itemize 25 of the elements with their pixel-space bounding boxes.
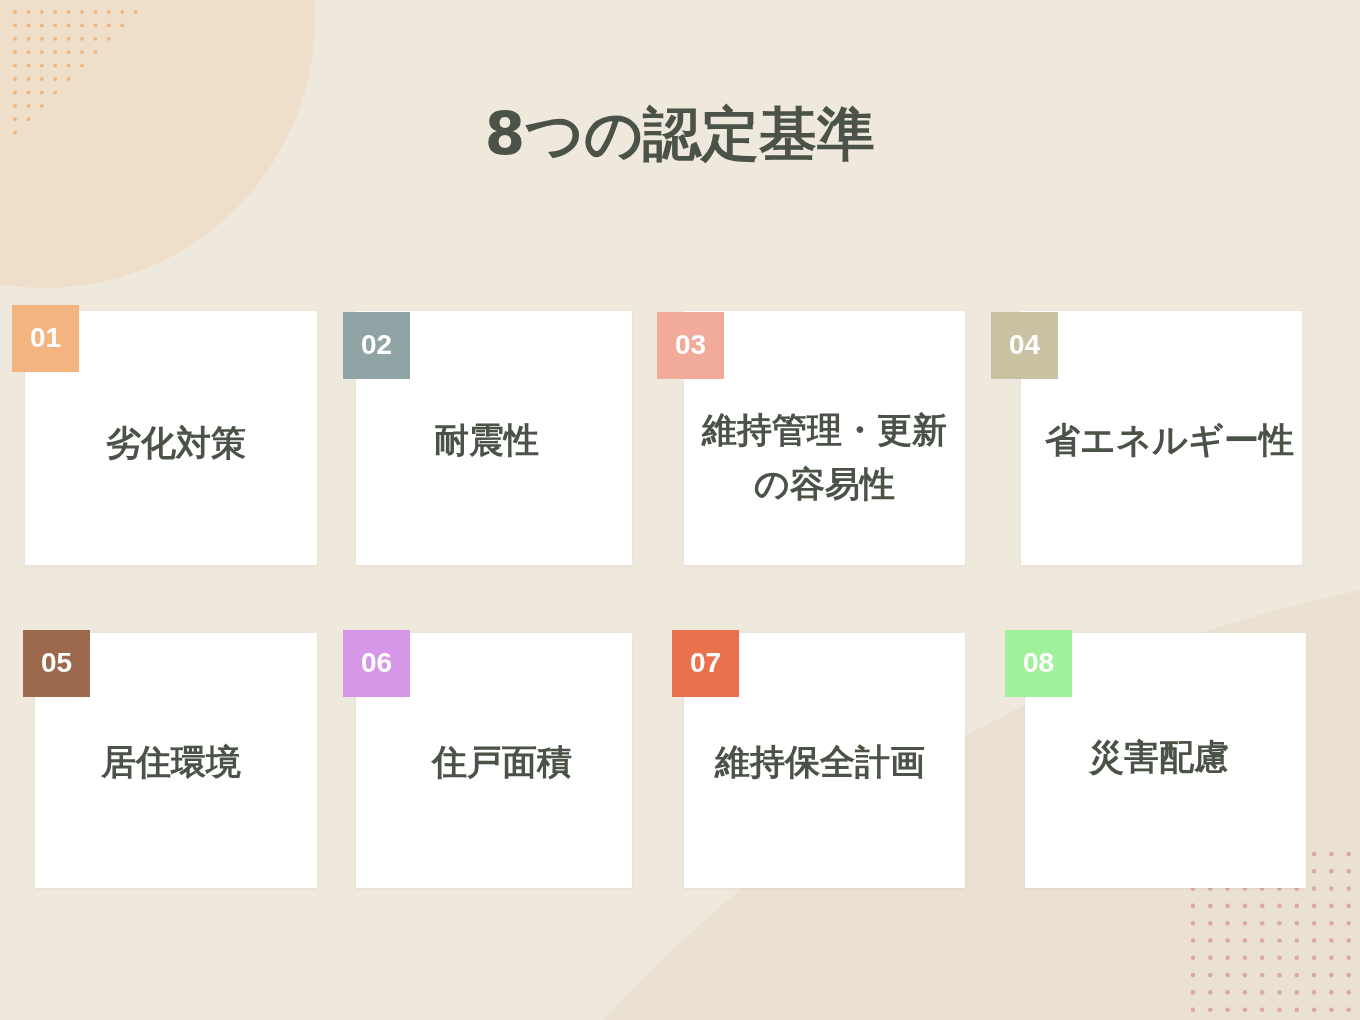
number-tag: 03	[657, 312, 724, 379]
criterion-label: 維持管理・更新の容易性	[700, 408, 948, 506]
criterion-label: 災害配慮	[1088, 736, 1229, 780]
criterion-card	[23, 630, 317, 888]
diagram-title: 8つの認定基準	[484, 100, 876, 170]
number-tag: 02	[343, 312, 410, 379]
criterion-card	[1005, 630, 1306, 888]
criterion-card	[657, 311, 965, 565]
criterion-label: 居住環境	[101, 741, 241, 785]
number-tag: 05	[23, 630, 90, 697]
criterion-card	[991, 311, 1302, 565]
criterion-label: 耐震性	[433, 418, 539, 462]
number-tag: 08	[1005, 630, 1072, 697]
criterion-card	[343, 311, 632, 565]
criterion-label: 劣化対策	[106, 421, 246, 465]
criterion-label: 省エネルギー性	[1045, 418, 1294, 462]
number-tag: 06	[343, 630, 410, 697]
number-tag: 07	[672, 630, 739, 697]
number-tag: 01	[12, 305, 79, 372]
criterion-card	[343, 630, 632, 888]
criterion-label: 維持保全計画	[714, 741, 925, 785]
criterion-card	[12, 305, 317, 565]
number-tag: 04	[991, 312, 1058, 379]
criterion-label: 住戸面積	[432, 741, 572, 785]
criterion-card	[672, 630, 965, 888]
